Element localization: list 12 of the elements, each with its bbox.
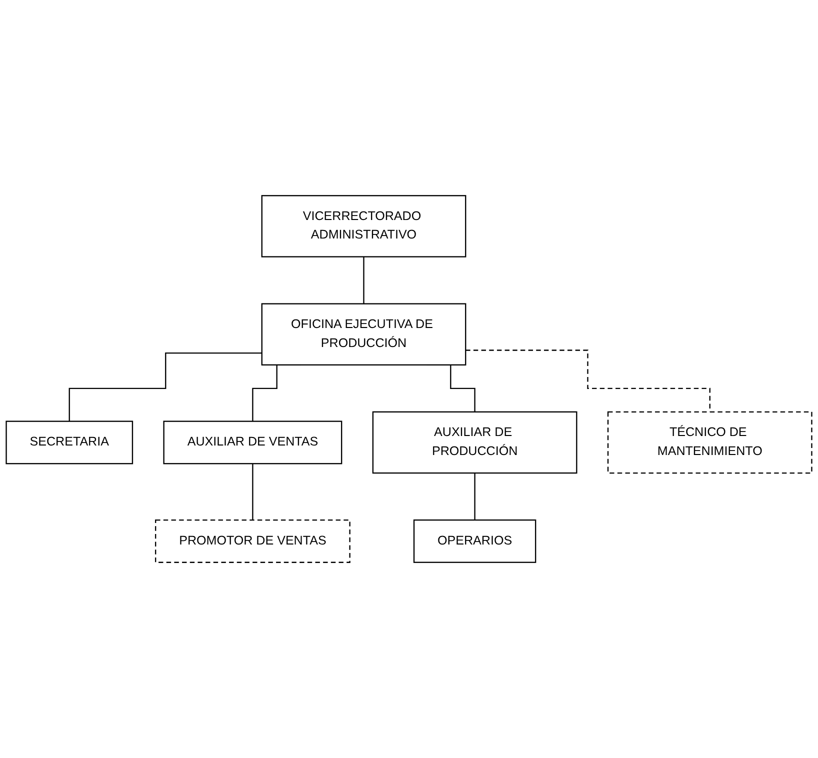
node-box: PROMOTOR DE VENTAS [155, 519, 350, 563]
node-box: AUXILIAR DE PRODUCCIÓN [372, 411, 578, 474]
node-box: VICERRECTORADO ADMINISTRATIVO [261, 195, 466, 258]
connector [363, 256, 364, 304]
node-box: AUXILIAR DE VENTAS [163, 420, 342, 464]
connector [68, 352, 262, 422]
node-box: SECRETARIA [6, 420, 134, 464]
connector [252, 463, 254, 521]
node-box: OPERARIOS [413, 519, 536, 563]
node-box: OFICINA EJECUTIVA DE PRODUCCIÓN [261, 303, 466, 366]
connector [474, 472, 476, 521]
node-box: TÉCNICO DE MANTENIMIENTO [607, 411, 812, 474]
